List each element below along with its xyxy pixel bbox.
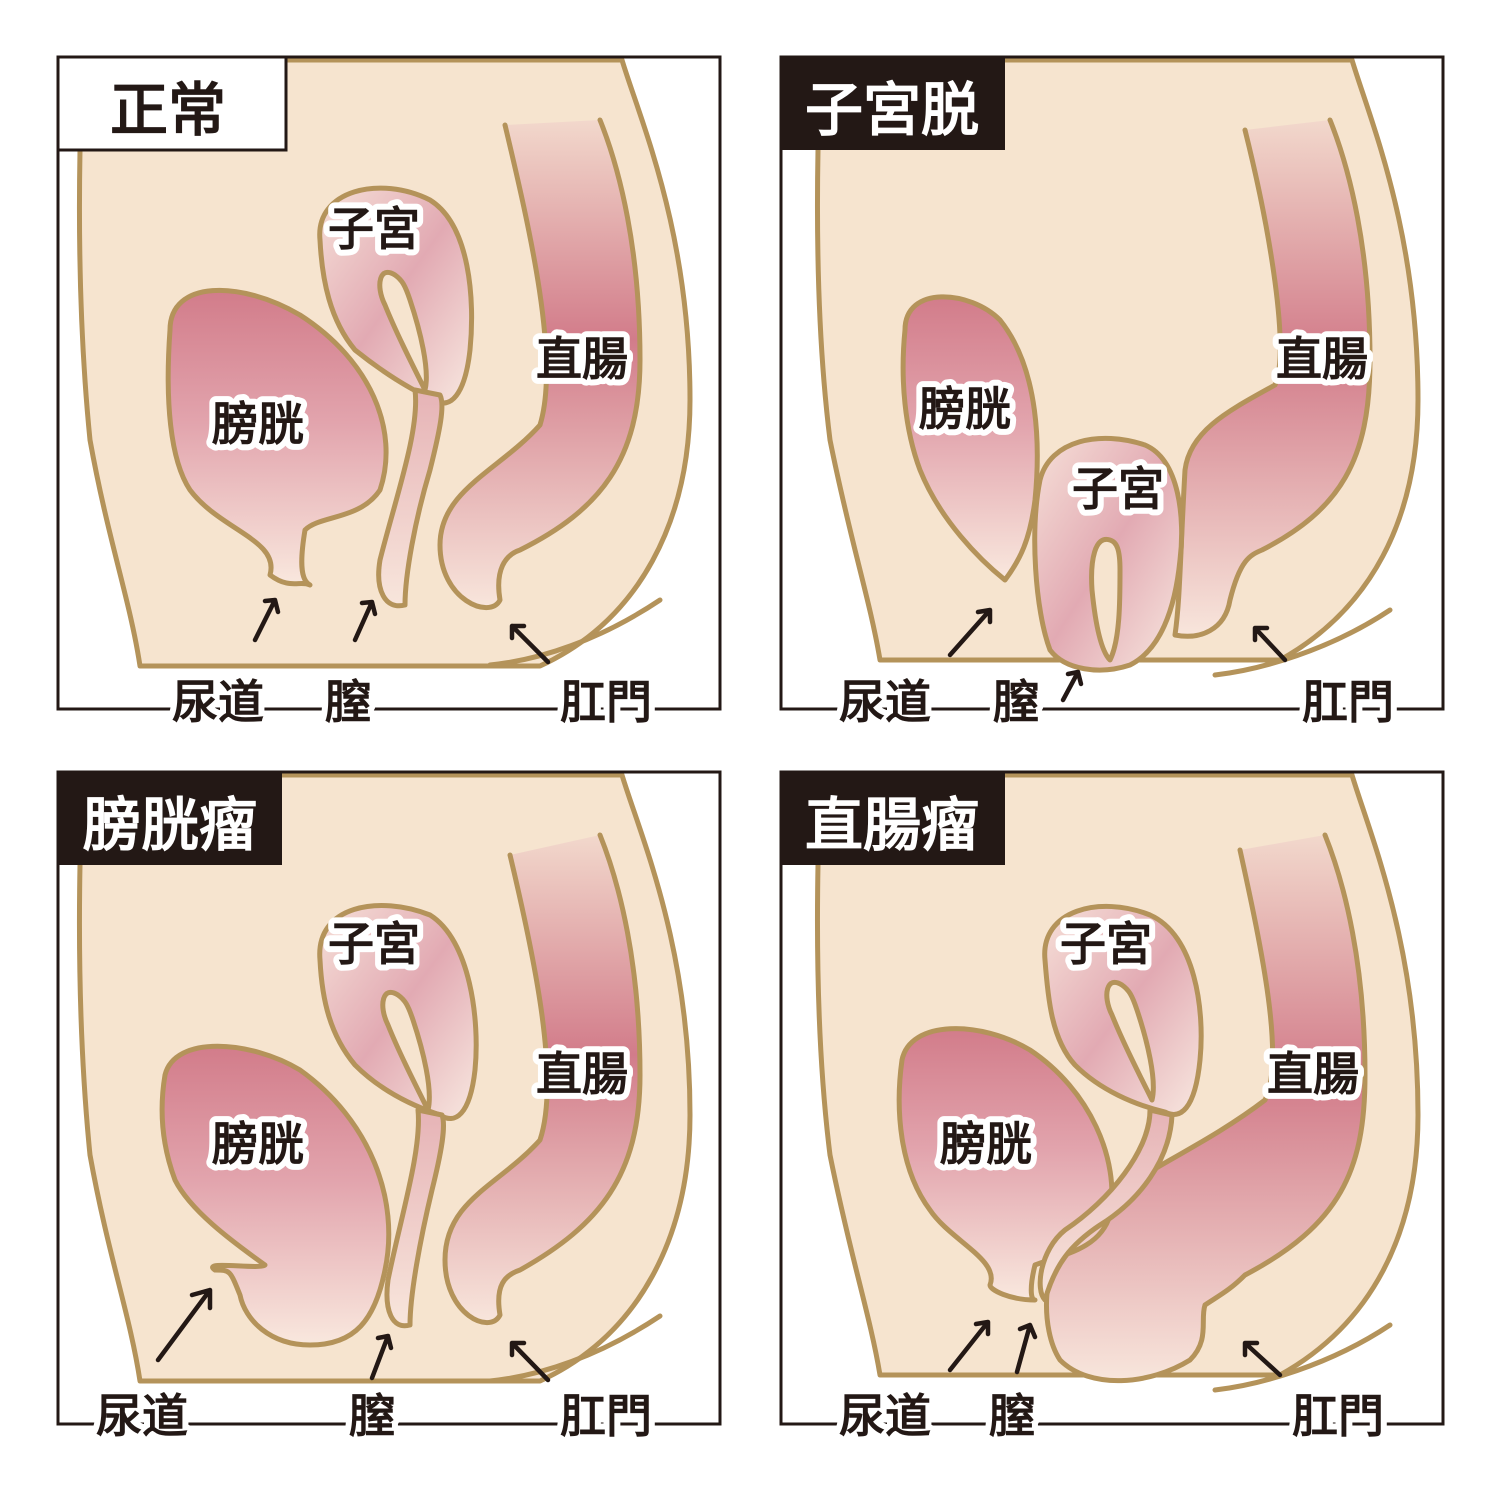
label-vagina: 膣 bbox=[989, 1389, 1035, 1443]
arrow-urethra bbox=[252, 597, 281, 643]
panel-frame-normal bbox=[56, 55, 722, 711]
label-urethra: 尿道 bbox=[839, 675, 931, 729]
label-vagina: 膣 bbox=[325, 675, 371, 729]
panel-frame-cystocele bbox=[56, 770, 722, 1426]
arrow-anus bbox=[509, 1340, 551, 1383]
bladder bbox=[900, 294, 1040, 583]
label-anus: 肛門 bbox=[1302, 675, 1394, 729]
arrow-anus bbox=[1252, 625, 1288, 663]
panel-rectocele bbox=[815, 772, 1421, 1393]
panel-cystocele bbox=[76, 772, 693, 1384]
label-bladder: 膀胱 bbox=[212, 1117, 304, 1171]
panel-title-box-rectocele bbox=[781, 772, 1005, 865]
label-urethra: 尿道 bbox=[172, 675, 264, 729]
label-uterus: 子宮 bbox=[328, 202, 420, 256]
panel-frame-uterine-prolapse bbox=[779, 55, 1445, 711]
label-uterus: 子宮 bbox=[1072, 462, 1164, 516]
label-bladder: 膀胱 bbox=[212, 397, 304, 451]
label-anus: 肛門 bbox=[1292, 1389, 1384, 1443]
vagina bbox=[376, 387, 445, 609]
panel-title-box-normal bbox=[56, 55, 288, 152]
label-vagina: 膣 bbox=[349, 1389, 395, 1443]
arrow-vagina bbox=[352, 599, 378, 643]
label-urethra: 尿道 bbox=[839, 1389, 931, 1443]
label-uterus: 子宮 bbox=[328, 917, 420, 971]
label-anus: 肛門 bbox=[560, 1389, 652, 1443]
panel-title-rectocele: 直腸瘤 bbox=[805, 791, 979, 859]
panel-title-box-uterine-prolapse bbox=[781, 57, 1005, 150]
panel-title-normal: 正常 bbox=[110, 76, 226, 144]
panel-uterine-prolapse bbox=[815, 57, 1421, 678]
panel-frame-rectocele bbox=[779, 770, 1445, 1426]
label-uterus: 子宮 bbox=[1060, 917, 1152, 971]
label-vagina: 膣 bbox=[993, 675, 1039, 729]
panel-title-cystocele: 膀胱瘤 bbox=[83, 791, 257, 859]
label-rectum: 直腸 bbox=[1276, 332, 1368, 386]
uterine-cavity bbox=[1089, 536, 1123, 663]
arrow-vagina bbox=[1014, 1322, 1038, 1375]
perineum-line bbox=[1212, 1322, 1393, 1393]
rectum bbox=[442, 832, 643, 1326]
label-urethra: 尿道 bbox=[96, 1389, 188, 1443]
rectum bbox=[1044, 832, 1368, 1384]
vagina bbox=[1037, 1107, 1175, 1303]
uterine-cavity bbox=[1104, 980, 1156, 1103]
arrow-vagina bbox=[369, 1333, 394, 1381]
perineum-line bbox=[1212, 607, 1393, 678]
label-anus: 肛門 bbox=[560, 675, 652, 729]
bladder bbox=[165, 287, 389, 588]
label-bladder: 膀胱 bbox=[940, 1117, 1032, 1171]
perineum-line bbox=[487, 1313, 663, 1384]
label-rectum: 直腸 bbox=[1267, 1047, 1359, 1101]
rectum bbox=[437, 117, 643, 611]
arrow-vagina bbox=[1060, 669, 1084, 703]
arrow-anus bbox=[509, 623, 551, 665]
bladder bbox=[896, 1026, 1115, 1303]
label-rectum: 直腸 bbox=[536, 1047, 628, 1101]
label-bladder: 膀胱 bbox=[919, 382, 1011, 436]
rectum bbox=[1172, 117, 1373, 639]
arrow-urethra bbox=[947, 1319, 991, 1373]
panel-normal bbox=[76, 57, 693, 669]
arrow-anus bbox=[1242, 1340, 1283, 1378]
arrow-urethra bbox=[155, 1287, 213, 1363]
arrow-urethra bbox=[947, 607, 993, 658]
perineum-line bbox=[487, 597, 663, 668]
panel-title-uterine-prolapse: 子宮脱 bbox=[805, 76, 979, 144]
label-rectum: 直腸 bbox=[536, 332, 628, 386]
bladder bbox=[159, 1043, 392, 1348]
vagina bbox=[384, 1107, 447, 1329]
panel-title-box-cystocele bbox=[58, 772, 282, 865]
